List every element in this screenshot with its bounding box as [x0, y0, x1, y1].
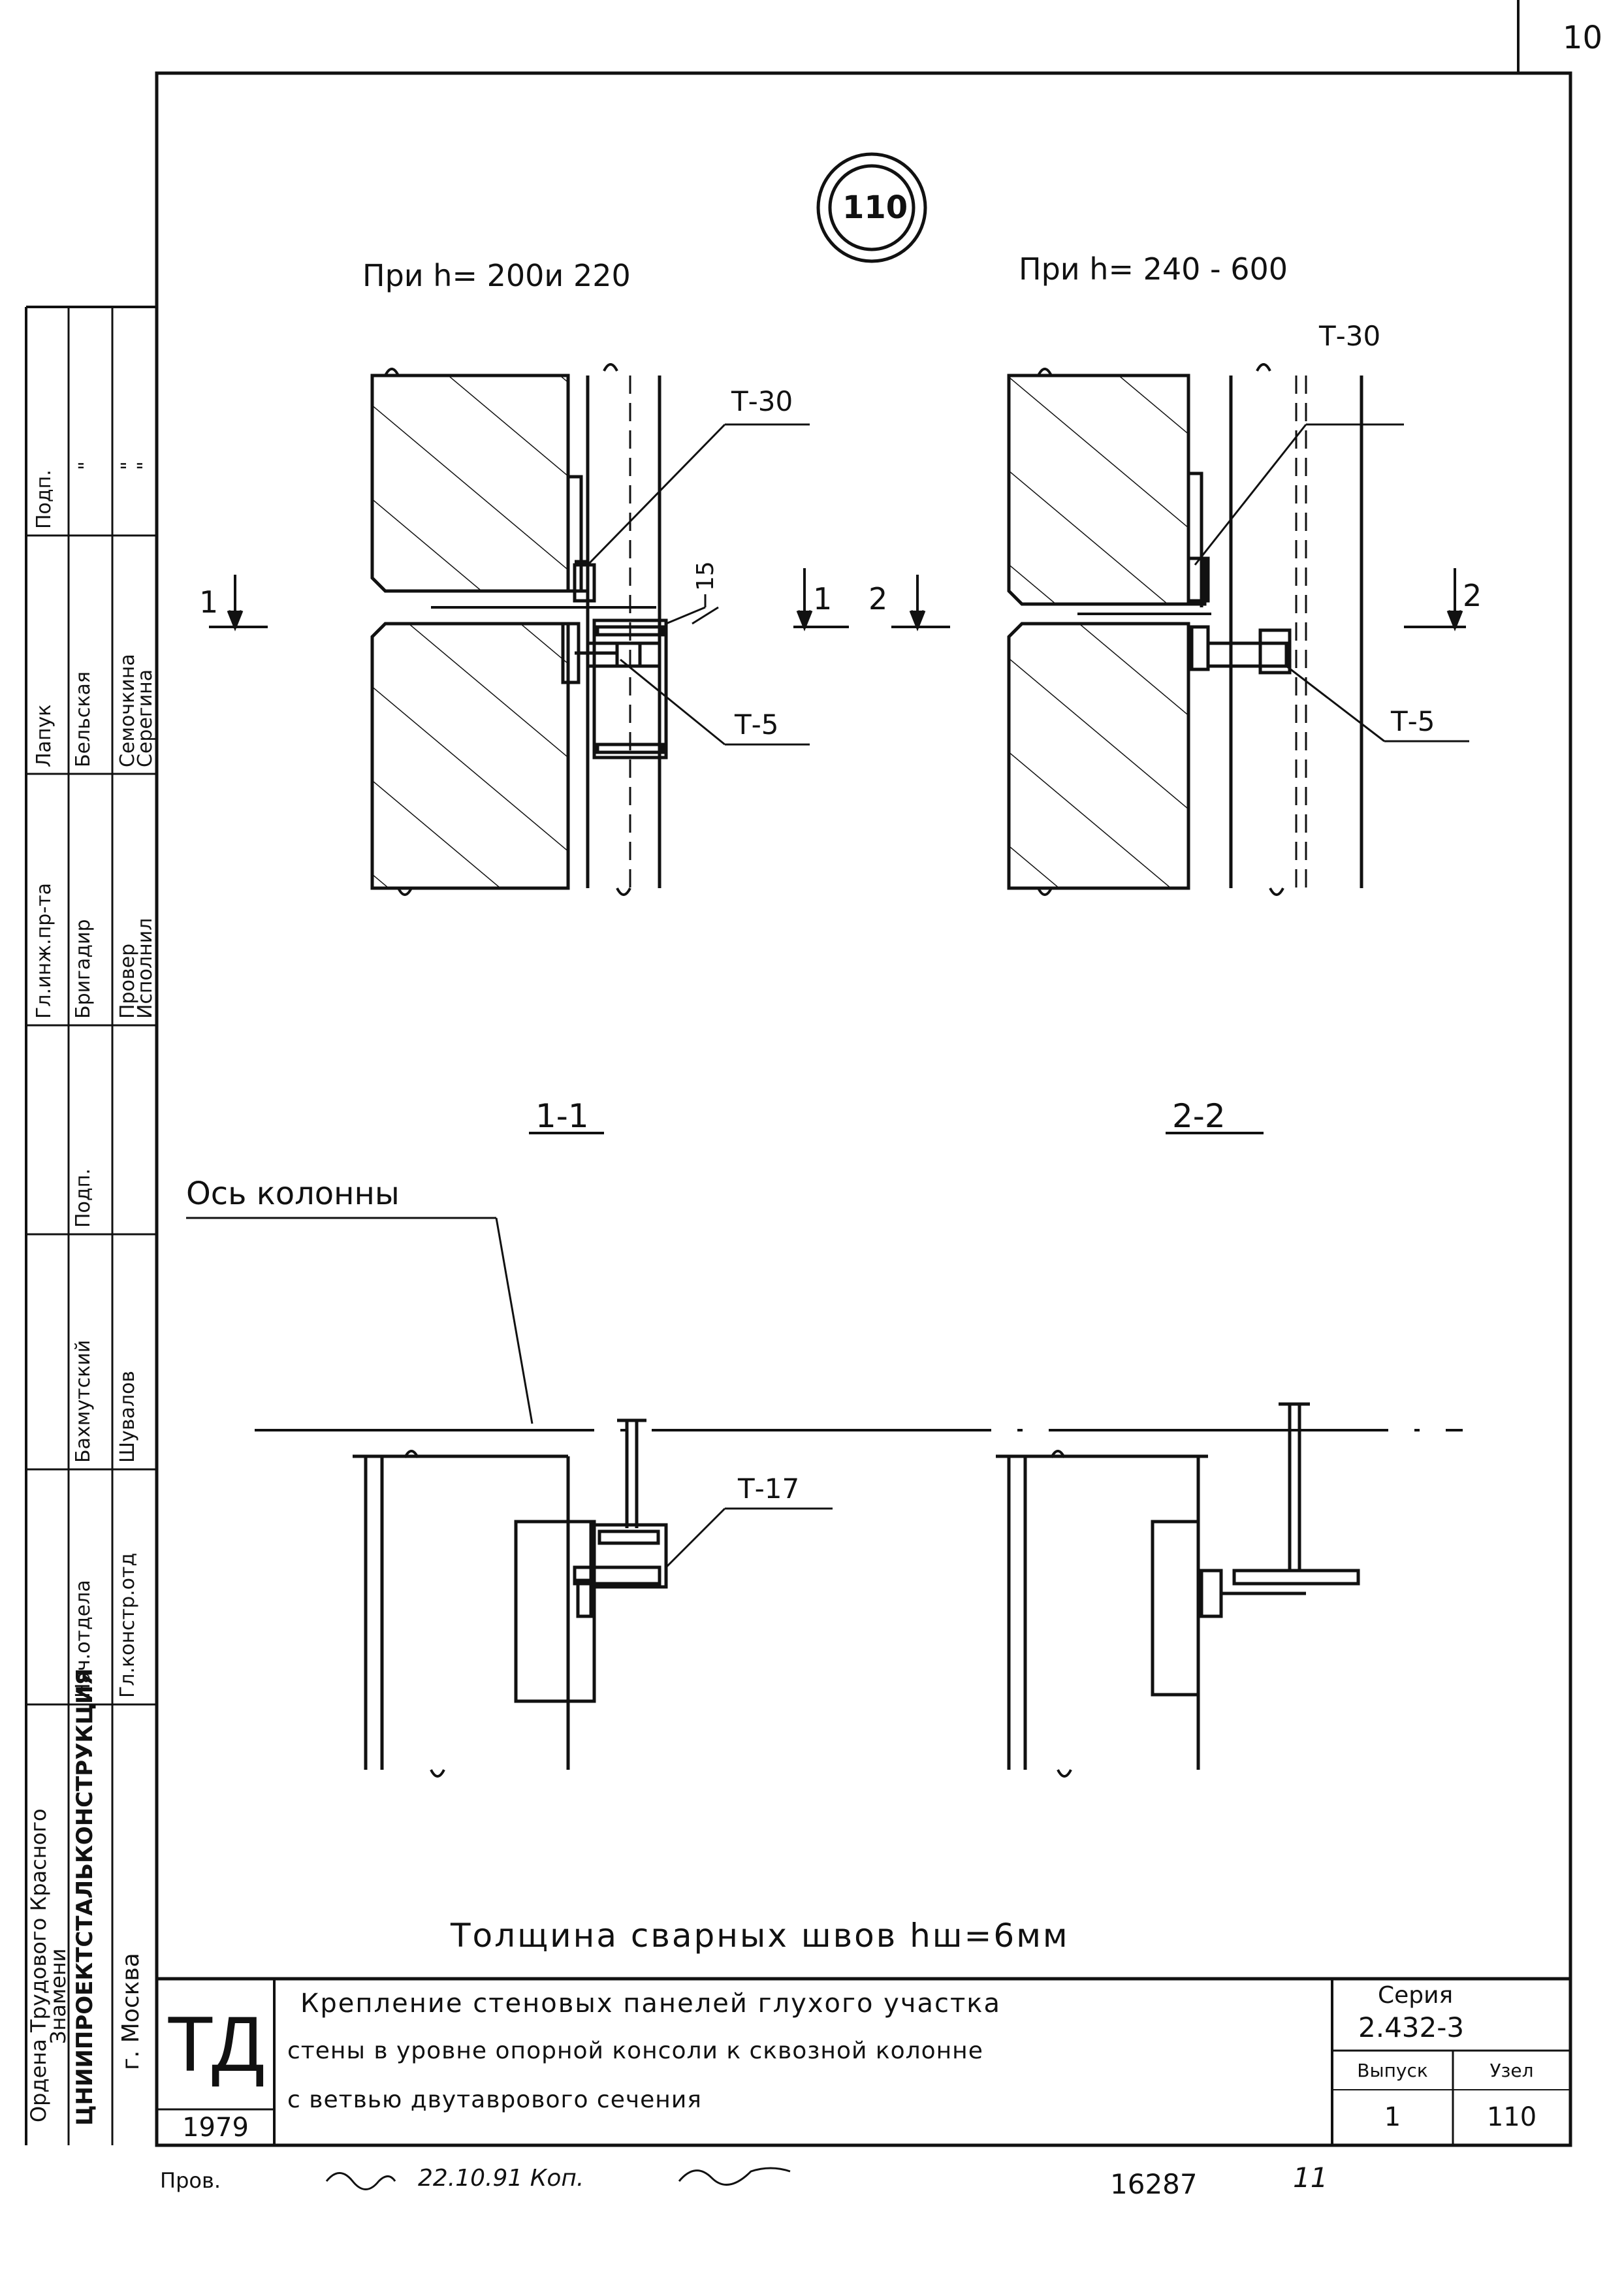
callout-t17: Т-17: [738, 1473, 800, 1505]
title-block-logo: ТД: [166, 2000, 265, 2088]
page-number: 10: [1563, 20, 1603, 56]
left-view-linework: [209, 363, 849, 896]
stamp-role-2: Бригадир: [72, 919, 95, 1019]
section-mark-2-left: 2: [868, 581, 888, 616]
callout-t5-left: Т-5: [735, 709, 779, 741]
stamp-role-1: Гл.инж.пр-та: [33, 882, 56, 1019]
stamp-role-5: Нач.отдела: [72, 1580, 95, 1698]
issue-label: Выпуск: [1357, 2059, 1428, 2081]
stamp-sig-4: ": [134, 461, 157, 470]
section-mark-1-right: 1: [813, 581, 833, 616]
stamp-name-2: Бельская: [72, 671, 95, 767]
title-line-3: с ветвью двутаврового сечения: [287, 2086, 702, 2113]
callout-t5-right: Т-5: [1391, 705, 1435, 737]
column-axis-label: Ось колонны: [186, 1175, 400, 1212]
node-badge-number: 110: [842, 189, 908, 226]
series-label: Серия: [1378, 1982, 1454, 2009]
title-line-2: стены в уровне опорной консоли к сквозно…: [287, 2038, 983, 2064]
node-label: Узел: [1489, 2059, 1534, 2081]
right-view-title: При h= 240 - 600: [1019, 251, 1288, 287]
stamp-name-1: Лапук: [33, 704, 56, 767]
right-view-linework: [891, 363, 1469, 896]
footer-doc-number: 16287: [1110, 2168, 1198, 2200]
title-line-1: Крепление стеновых панелей глухого участ…: [300, 1989, 1001, 2019]
footer-sheet: 11: [1293, 2162, 1328, 2194]
title-block-year: 1979: [182, 2113, 249, 2143]
stamp-org-line4: г. Москва: [118, 1953, 144, 2070]
section-mark-1-left: 1: [199, 584, 219, 620]
node-value: 110: [1486, 2102, 1537, 2132]
stamp-role-4: Исполнил: [134, 918, 157, 1019]
footer-handwritten: 22.10.91 Коп.: [418, 2165, 584, 2192]
section-linework: [186, 1132, 1463, 1778]
section-label-2-2: 2-2: [1172, 1097, 1226, 1135]
stamp-name-4: Серегина: [134, 669, 157, 767]
stamp-org-line2: Знамени: [46, 1948, 71, 2044]
callout-t30-right: Т-30: [1319, 320, 1381, 352]
weld-note: Толщина сварных швов hш=6мм: [451, 1917, 1070, 1955]
stamp-sig-1: Подп.: [33, 470, 56, 529]
node-badge-ring: [816, 152, 927, 263]
stamp-sig-5: Подп.: [72, 1168, 95, 1228]
drawing-frame: [25, 0, 1572, 2147]
dimension-15: 15: [692, 561, 719, 591]
footer-prov: Пров.: [160, 2168, 221, 2193]
section-label-1-1: 1-1: [535, 1097, 589, 1135]
callout-t30-left: Т-30: [731, 385, 793, 417]
issue-value: 1: [1384, 2102, 1401, 2132]
section-mark-2-right: 2: [1463, 578, 1482, 613]
stamp-name-6: Шувалов: [116, 1370, 139, 1463]
left-view-title: При h= 200и 220: [362, 258, 631, 293]
stamp-role-6: Гл.констр.отд: [116, 1552, 139, 1698]
series-value: 2.432-3: [1358, 2011, 1465, 2043]
stamp-name-5: Бахмутский: [72, 1339, 95, 1463]
stamp-org-line3: ЦНИИПРОЕКТСТАЛЬКОНСТРУКЦИЯ: [72, 1668, 98, 2126]
stamp-sig-2: ": [75, 461, 98, 470]
